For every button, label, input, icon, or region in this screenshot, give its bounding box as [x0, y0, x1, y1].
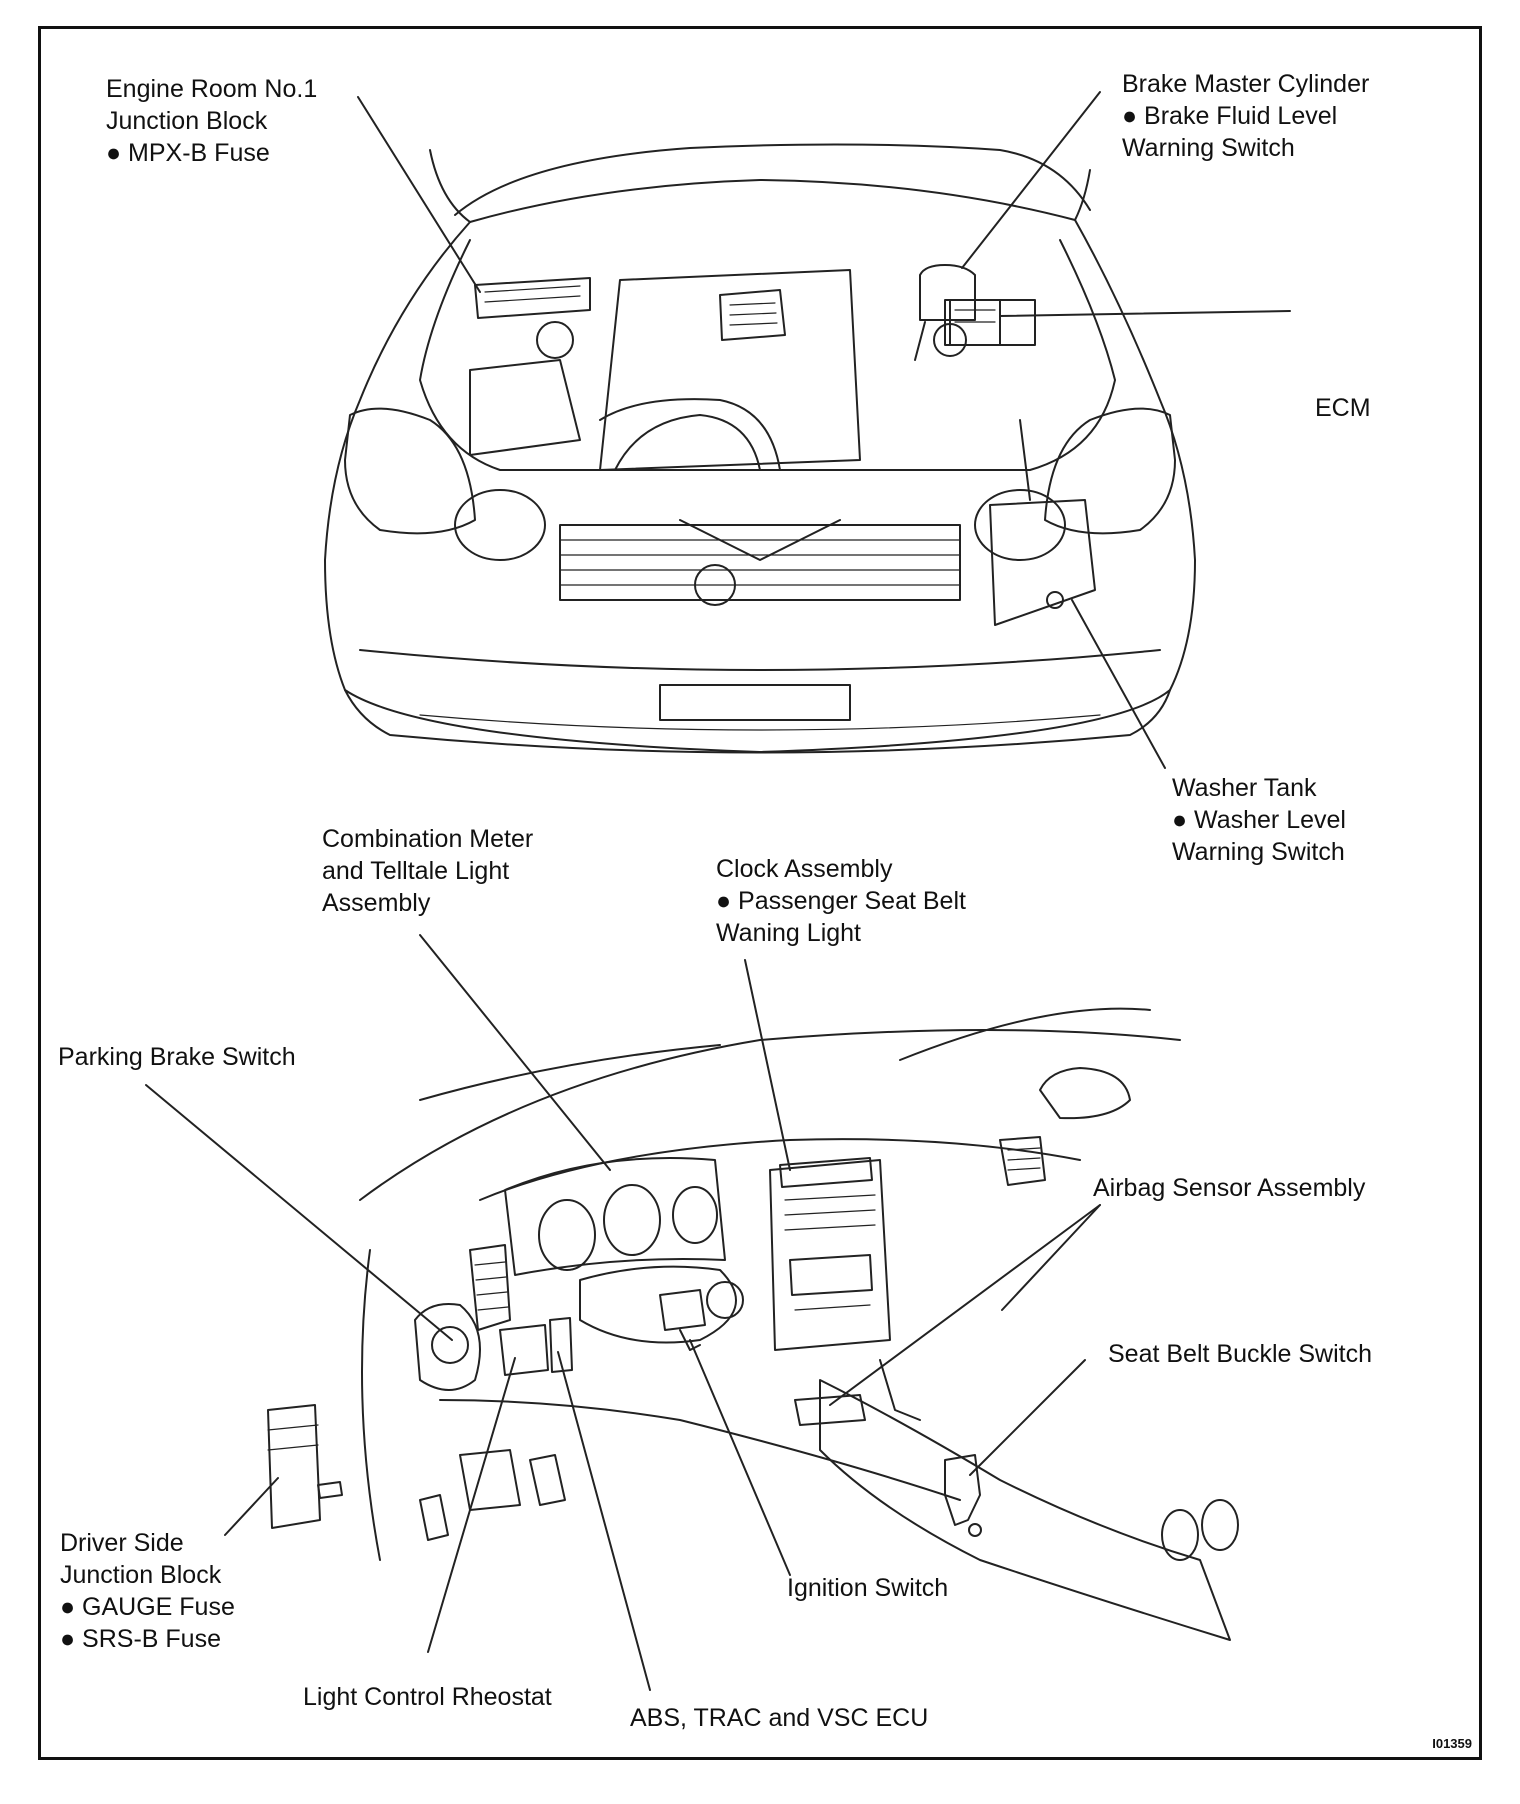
label-seat-belt-buckle-switch: Seat Belt Buckle Switch [1108, 1340, 1373, 1368]
label-line: Clock Assembly [716, 855, 893, 883]
leader-ignition-switch [689, 1339, 791, 1576]
label-brake-master-cylinder: Brake Master Cylinder Brake Fluid Level … [1122, 68, 1369, 164]
meter-cluster [504, 1157, 726, 1276]
label-line: Warning Switch [1122, 134, 1295, 162]
driver-side-junction-block [267, 1404, 321, 1529]
leader-brake-master [961, 91, 1101, 269]
intake-duct [599, 398, 781, 471]
label-clock-assembly: Clock Assembly Passenger Seat Belt Wanin… [716, 853, 966, 949]
side-mirror [1039, 1067, 1131, 1120]
label-airbag-sensor-assembly: Airbag Sensor Assembly [1093, 1174, 1366, 1202]
center-stack [769, 1159, 891, 1351]
label-line: Waning Light [716, 919, 861, 947]
leader-clock-assembly [744, 959, 791, 1171]
diagram-frame [38, 26, 1482, 1760]
label-line: and Telltale Light [322, 857, 510, 885]
left-headlamp [344, 407, 476, 535]
ignition-key-cylinder [706, 1281, 744, 1319]
leader-abs-ecu [557, 1351, 651, 1691]
label-parking-brake-switch: Parking Brake Switch [58, 1043, 296, 1071]
label-line: Junction Block [106, 107, 268, 135]
washer-tank [989, 499, 1096, 626]
label-ignition-switch: Ignition Switch [787, 1574, 949, 1602]
ecm-connector [949, 299, 1001, 346]
label-engine-room-junction-block: Engine Room No.1 Junction Block MPX-B Fu… [106, 73, 317, 169]
seat-belt-buckle [944, 1454, 981, 1526]
leader-airbag-sensor-2 [1001, 1204, 1101, 1311]
figure-id: I01359 [1432, 1736, 1472, 1751]
leader-engine-room-jb [357, 96, 481, 293]
emblem [694, 564, 736, 606]
label-line: Junction Block [60, 1561, 222, 1589]
left-vent [469, 1244, 511, 1331]
engine-cover [599, 269, 861, 471]
label-item-gauge-fuse: GAUGE Fuse [60, 1591, 235, 1623]
leader-airbag-sensor-1 [829, 1204, 1101, 1406]
label-item-brake-fluid-level: Brake Fluid Level [1122, 100, 1369, 132]
leader-combination-meter [419, 934, 611, 1171]
label-line: Engine Room No.1 [106, 75, 318, 103]
leader-parking-brake [145, 1084, 453, 1341]
label-combination-meter: Combination Meter and Telltale Light Ass… [322, 823, 533, 919]
left-headlamp-inner [454, 489, 546, 561]
leader-seat-belt-buckle [969, 1359, 1086, 1476]
label-line: Combination Meter [322, 825, 534, 853]
right-headlamp [1044, 407, 1176, 535]
label-item-mpx-b-fuse: MPX-B Fuse [106, 137, 317, 169]
label-light-control-rheostat: Light Control Rheostat [303, 1683, 552, 1711]
label-item-srs-b-fuse: SRS-B Fuse [60, 1623, 235, 1655]
leader-driver-side-jb [224, 1477, 279, 1536]
air-cleaner [469, 359, 581, 456]
grille [559, 524, 961, 601]
front-bumper [344, 689, 1171, 754]
brake-pedal [459, 1449, 521, 1511]
airbag-sensor-box [794, 1394, 866, 1426]
engine-room-junction-block [474, 277, 591, 319]
right-headlamp-inner [974, 489, 1066, 561]
leader-washer-tank [1071, 599, 1166, 769]
label-abs-trac-vsc-ecu: ABS, TRAC and VSC ECU [630, 1704, 929, 1732]
label-washer-tank: Washer Tank Washer Level Warning Switch [1172, 772, 1346, 868]
clock-display [779, 1157, 873, 1188]
abs-trac-vsc-ecu [549, 1317, 573, 1373]
center-console [819, 1379, 1231, 1641]
label-line: Brake Master Cylinder [1122, 70, 1370, 98]
label-line: Washer Tank [1172, 774, 1317, 802]
brake-master-cylinder [919, 264, 976, 321]
ecm-unit [944, 299, 1036, 346]
engine-compartment-illustration [324, 143, 1196, 754]
label-item-passenger-seat-belt: Passenger Seat Belt [716, 885, 966, 917]
light-control-rheostat [499, 1324, 549, 1376]
label-driver-side-junction-block: Driver Side Junction Block GAUGE Fuse SR… [60, 1527, 235, 1655]
right-vent [999, 1136, 1046, 1186]
label-item-washer-level: Washer Level [1172, 804, 1346, 836]
leader-lines [145, 91, 1291, 1691]
label-line: Driver Side [60, 1529, 184, 1557]
dashboard-illustration [267, 1007, 1239, 1641]
label-line: Assembly [322, 889, 431, 917]
license-plate [659, 684, 851, 721]
label-ecm: ECM [1315, 394, 1371, 422]
parking-brake-pedal [414, 1303, 481, 1391]
leader-light-control [427, 1357, 516, 1653]
leader-ecm [999, 310, 1291, 317]
label-line: Warning Switch [1172, 838, 1345, 866]
